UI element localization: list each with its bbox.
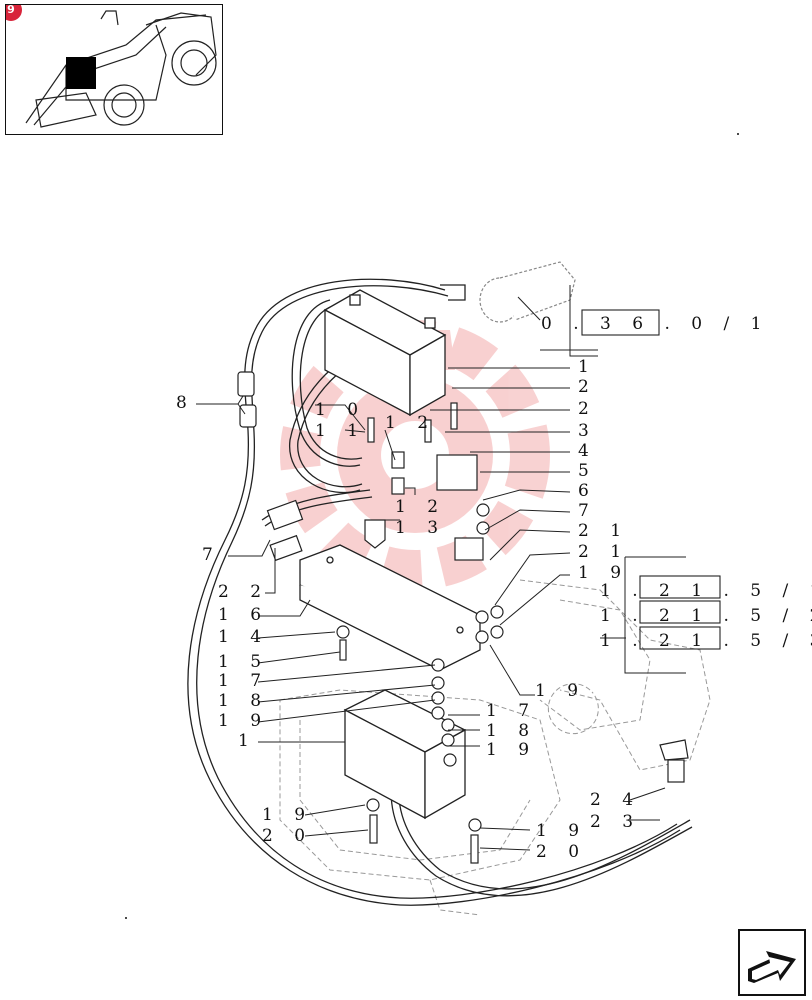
callout-19: 1 9 bbox=[262, 805, 313, 825]
reference-boxes bbox=[581, 309, 721, 650]
callout-18: 1 8 bbox=[486, 721, 537, 741]
reference-link-4[interactable]: 1 . 2 1 . 5 / 3 bbox=[600, 631, 812, 651]
callout-4: 4 bbox=[578, 441, 597, 461]
callout-19: 1 9 bbox=[536, 821, 587, 841]
callout-5: 5 bbox=[578, 461, 597, 481]
callout-13: 1 3 bbox=[395, 518, 446, 538]
callout-2: 2 bbox=[578, 399, 597, 419]
battery-location-highlight bbox=[66, 57, 96, 89]
callout-19: 1 9 bbox=[535, 681, 586, 701]
callout-19: 1 9 bbox=[486, 740, 537, 760]
callout-24: 2 4 bbox=[590, 790, 641, 810]
next-page-button[interactable] bbox=[738, 929, 806, 996]
callout-21: 2 1 bbox=[578, 521, 629, 541]
callout-1: 1 bbox=[578, 357, 597, 377]
callout-6: 6 bbox=[578, 481, 597, 501]
callout-23: 2 3 bbox=[590, 812, 641, 832]
leader-lines bbox=[196, 285, 686, 851]
callout-21: 2 1 bbox=[578, 542, 629, 562]
callout-7: 7 bbox=[202, 545, 221, 565]
bracket bbox=[454, 537, 484, 561]
callout-10: 1 0 bbox=[315, 400, 366, 420]
callout-22: 2 2 bbox=[218, 582, 269, 602]
reference-link-2[interactable]: 1 . 2 1 . 5 / 1 bbox=[600, 581, 812, 601]
callout-20: 2 0 bbox=[262, 826, 313, 846]
callout-19: 1 9 bbox=[578, 563, 629, 583]
callout-11: 1 1 bbox=[315, 421, 366, 441]
callout-3: 3 bbox=[578, 421, 597, 441]
callout-12: 1 2 bbox=[395, 497, 446, 517]
callout-12: 1 2 bbox=[385, 413, 436, 433]
callout-20: 2 0 bbox=[536, 842, 587, 862]
callout-17: 1 7 bbox=[218, 671, 269, 691]
callout-15: 1 5 bbox=[218, 652, 269, 672]
callout-7: 7 bbox=[578, 501, 597, 521]
callout-16: 1 6 bbox=[218, 605, 269, 625]
dot-mark bbox=[737, 133, 739, 135]
reference-link-1[interactable]: 0 . 3 6 . 0 / 1 bbox=[541, 314, 769, 334]
arrow-icon bbox=[748, 951, 796, 983]
callout-14: 1 4 bbox=[218, 627, 269, 647]
machine-thumbnail: 9 bbox=[5, 4, 223, 135]
callout-8: 8 bbox=[176, 393, 195, 413]
callout-18: 1 8 bbox=[218, 691, 269, 711]
battery-lower bbox=[343, 689, 467, 820]
reference-link-3[interactable]: 1 . 2 1 . 5 / 2 bbox=[600, 606, 812, 626]
small-parts bbox=[237, 261, 689, 864]
relay-box bbox=[436, 454, 478, 491]
callout-17: 1 7 bbox=[486, 701, 537, 721]
callout-1: 1 bbox=[238, 731, 257, 751]
tractor-frame-background bbox=[279, 579, 711, 916]
page-badge: 9 bbox=[6, 5, 22, 21]
callout-2: 2 bbox=[578, 377, 597, 397]
battery-upper bbox=[323, 289, 447, 417]
dot-mark bbox=[125, 917, 127, 919]
callout-19: 1 9 bbox=[218, 711, 269, 731]
backhoe-loader-sketch bbox=[25, 10, 217, 128]
